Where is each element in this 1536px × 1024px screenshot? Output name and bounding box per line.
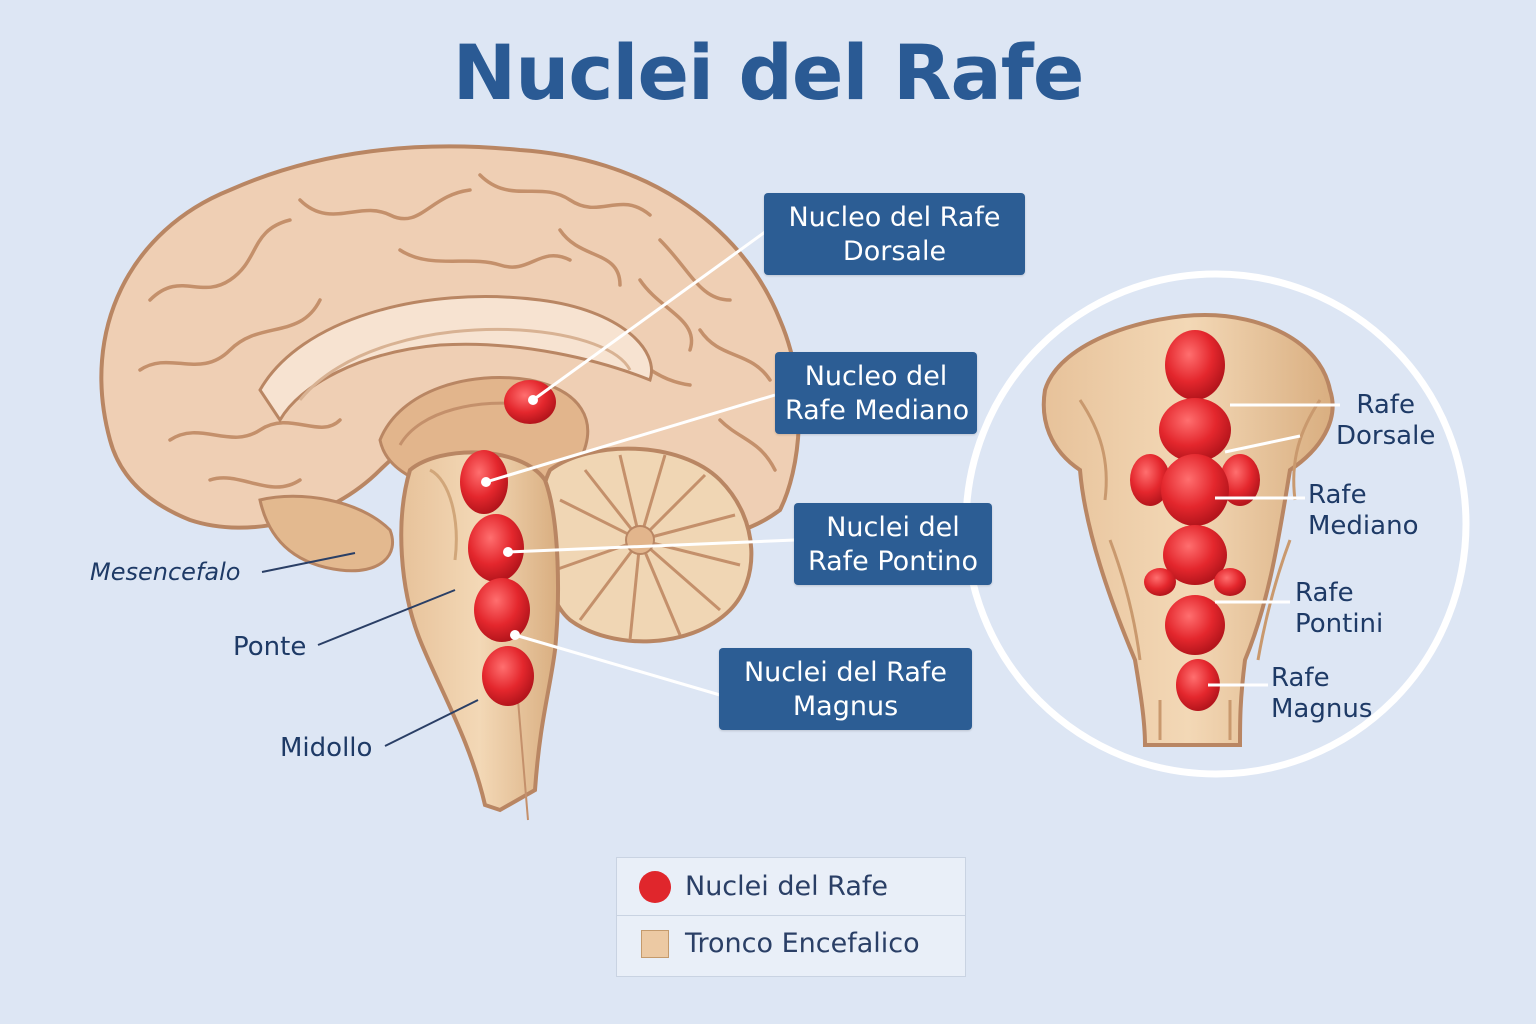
legend-item-nuclei: Nuclei del Rafe [617,858,965,916]
inset-label-mediano: Rafe Mediano [1308,480,1418,542]
nucleus-magnus [482,646,534,706]
label-midollo: Midollo [280,733,372,763]
nucleus-pontino [468,514,524,582]
legend-item-tronco: Tronco Encefalico [617,915,965,972]
callout-rafe-pontino: Nuclei del Rafe Pontino [794,503,992,585]
callout-rafe-mediano: Nucleo del Rafe Mediano [775,352,977,434]
callout-rafe-dorsale: Nucleo del Rafe Dorsale [764,193,1025,275]
label-ponte: Ponte [233,632,306,662]
legend-label-nuclei: Nuclei del Rafe [685,871,888,902]
legend-swatch-tronco [641,930,669,958]
inset-label-pontini: Rafe Pontini [1295,578,1383,640]
inset-label-dorsale: Rafe Dorsale [1336,390,1435,452]
legend-label-tronco: Tronco Encefalico [685,928,920,959]
label-mesencefalo: Mesencefalo [90,558,240,586]
inset-label-magnus: Rafe Magnus [1271,663,1372,725]
callout-rafe-magnus: Nuclei del Rafe Magnus [719,648,972,730]
legend: Nuclei del Rafe Tronco Encefalico [616,857,966,977]
legend-swatch-nuclei [639,871,671,903]
nucleus-pontino-lower [474,578,530,642]
